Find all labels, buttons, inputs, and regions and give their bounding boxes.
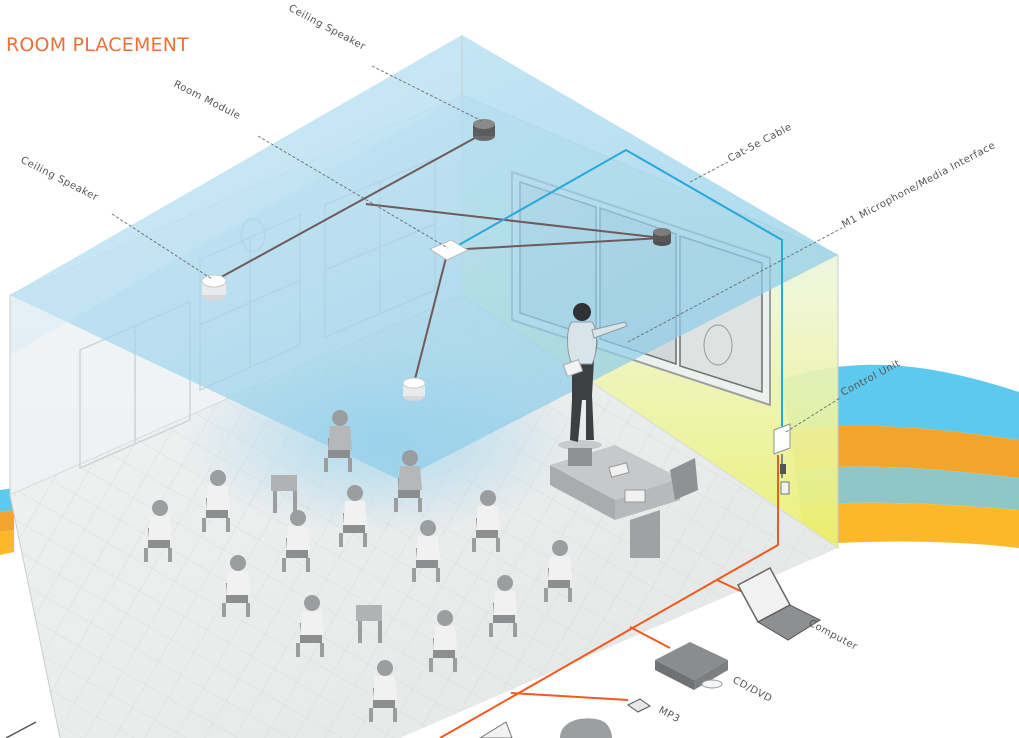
partial-device [479,718,612,738]
label-ceiling-speaker-left: Ceiling Speaker [19,155,101,204]
label-m1-interface: M1 Microphone/Media Interface [840,140,997,231]
label-mp3: MP3 [657,705,682,725]
av-cables [439,455,779,738]
cat5e-cable [449,148,783,432]
label-cd-dvd: CD/DVD [731,675,774,705]
decorative-ribbons [780,364,1019,548]
ceiling [10,35,838,480]
leader-lines [111,65,843,433]
ceiling-speaker-top [473,119,495,141]
cd-dvd-player [655,642,728,690]
mp3-player [627,698,651,713]
ceiling-speaker-right [653,228,671,246]
computer-device [736,566,822,641]
label-cat5e-cable: Cat-5e Cable [726,122,794,165]
partial-device-left [5,721,37,738]
speaker-wires [213,132,663,384]
students [144,410,572,722]
room-outline [9,35,839,738]
ceiling-edge-left [10,35,462,355]
decorative-ribbons-left [0,488,14,555]
teacher-figure [558,303,628,450]
label-ceiling-speaker-top: Ceiling Speaker [287,3,368,53]
room-module [428,239,470,261]
ceiling-speaker-center [402,377,426,401]
teacher-desk [550,445,698,558]
page-title: ROOM PLACEMENT [6,34,189,56]
label-room-module: Room Module [172,79,243,122]
ceiling-speaker-left [201,274,227,301]
label-computer: Computer [807,618,860,653]
